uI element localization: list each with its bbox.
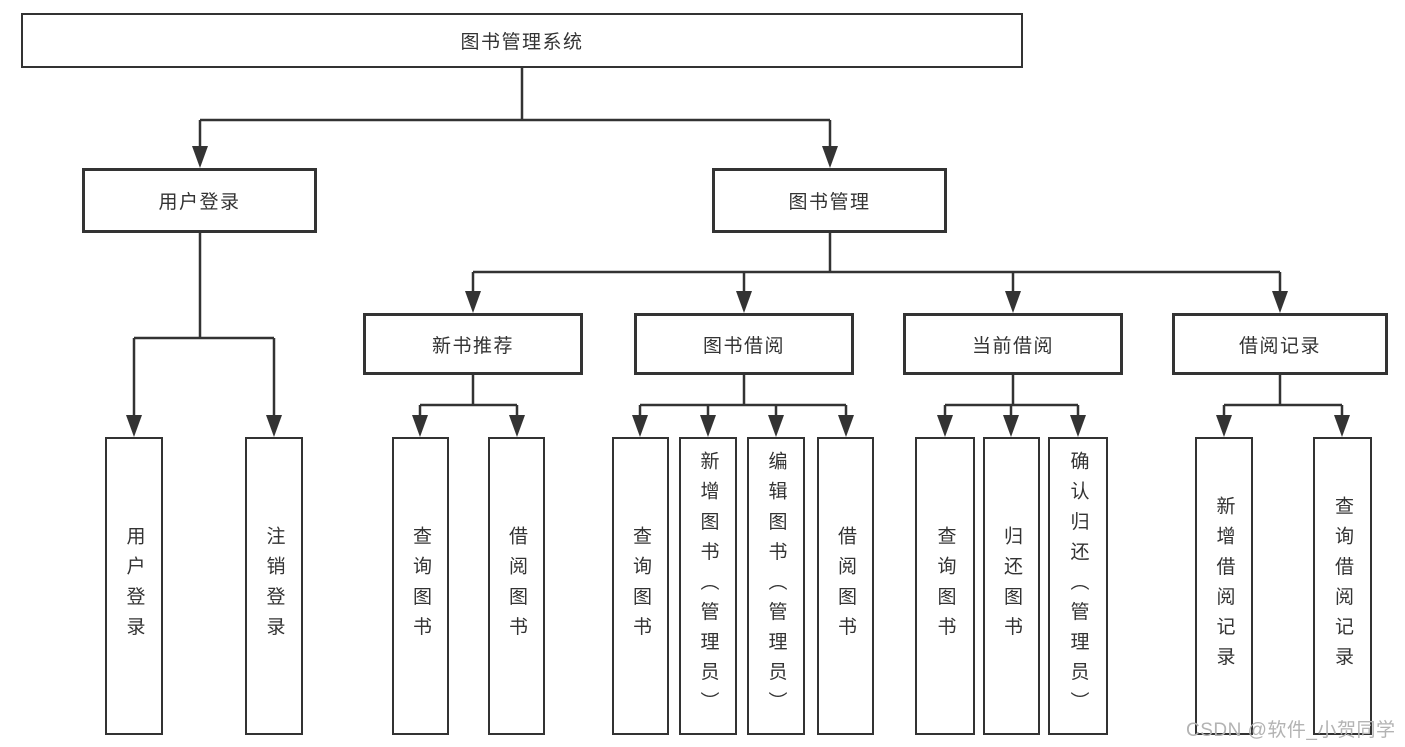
arrowhead [1005, 291, 1021, 313]
node-user-login-label: 用户登录 [158, 192, 241, 213]
node-book-borrow-label: 图书借阅 [702, 335, 785, 357]
connector-user-login [132, 233, 276, 416]
node-book-management: 图书管理 [712, 168, 947, 233]
connector-book-management [471, 233, 1282, 292]
connector-new-book [418, 375, 519, 416]
arrowhead [1003, 415, 1019, 437]
arrowhead [822, 146, 838, 168]
arrowhead [1334, 415, 1350, 437]
leaf-query-borrow-record: 查询借阅记录 [1313, 437, 1372, 735]
arrowhead [126, 415, 142, 437]
leaf-add-book-admin: 新增图书（管理员） [679, 437, 737, 735]
arrowhead [412, 415, 428, 437]
arrowhead [838, 415, 854, 437]
csdn-watermark: CSDN @软件_小贺同学 [1186, 720, 1396, 741]
arrowhead [1216, 415, 1232, 437]
leaf-user-login: 用户登录 [105, 437, 163, 735]
node-borrow-records-label: 借阅记录 [1238, 335, 1321, 357]
arrowhead [937, 415, 953, 437]
node-current-borrow: 当前借阅 [903, 313, 1123, 375]
leaf-edit-book-admin: 编辑图书（管理员） [747, 437, 805, 735]
leaf-logout: 注销登录 [245, 437, 303, 735]
node-user-login: 用户登录 [82, 168, 317, 233]
node-book-borrow: 图书借阅 [634, 313, 854, 375]
connector-borrow-records [1222, 375, 1344, 416]
arrowhead [1070, 415, 1086, 437]
arrowhead [1272, 291, 1288, 313]
leaf-return-book: 归还图书 [983, 437, 1040, 735]
arrowhead [509, 415, 525, 437]
connector-book-borrow [638, 375, 848, 416]
leaf-query-books-recommend: 查询图书 [392, 437, 449, 735]
connector-current-borrow [943, 375, 1080, 416]
arrowhead [632, 415, 648, 437]
arrowhead [700, 415, 716, 437]
leaf-query-books-borrow: 查询图书 [612, 437, 669, 735]
arrowhead [768, 415, 784, 437]
arrowhead [192, 146, 208, 168]
node-current-borrow-label: 当前借阅 [971, 335, 1054, 357]
arrowhead [266, 415, 282, 437]
leaf-confirm-return-admin: 确认归还（管理员） [1048, 437, 1108, 735]
node-new-book-recommend-label: 新书推荐 [431, 335, 514, 357]
node-system-root-label: 图书管理系统 [460, 32, 584, 53]
node-book-management-label: 图书管理 [788, 192, 871, 213]
node-new-book-recommend: 新书推荐 [363, 313, 583, 375]
leaf-borrow-books-2: 借阅图书 [817, 437, 874, 735]
arrowhead [736, 291, 752, 313]
leaf-add-borrow-record: 新增借阅记录 [1195, 437, 1253, 735]
leaf-borrow-books-recommend: 借阅图书 [488, 437, 545, 735]
connector-root [198, 68, 832, 147]
leaf-query-books-current: 查询图书 [915, 437, 975, 735]
arrowhead [465, 291, 481, 313]
node-system-root: 图书管理系统 [21, 13, 1023, 68]
node-borrow-records: 借阅记录 [1172, 313, 1388, 375]
